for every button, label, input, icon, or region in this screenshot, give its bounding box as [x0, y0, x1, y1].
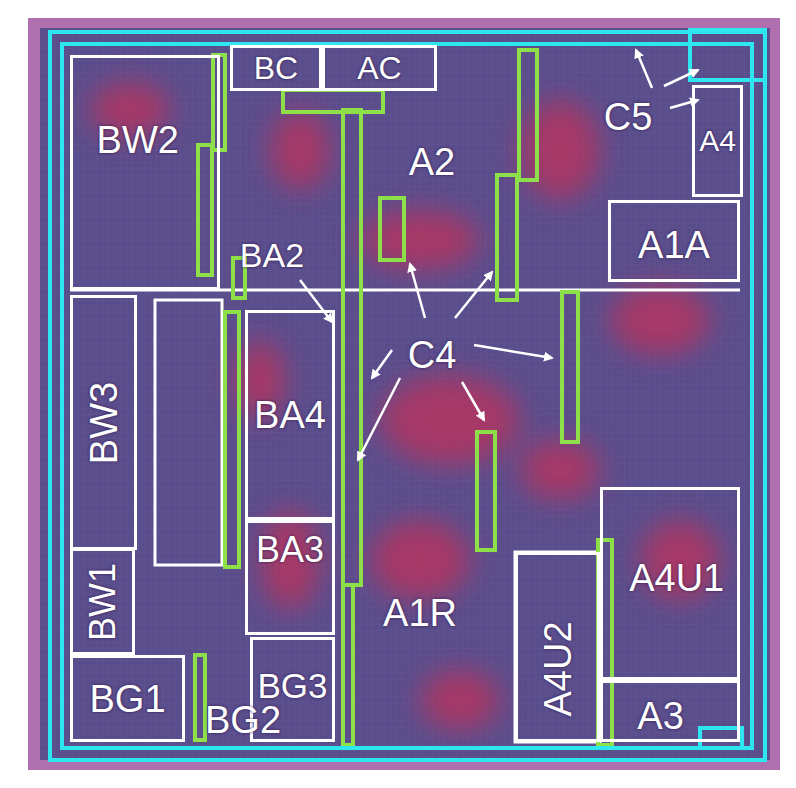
block-name: A4U1	[629, 559, 724, 597]
block-name: BA4	[254, 396, 326, 434]
region-name: BG2	[205, 701, 281, 739]
block-name: BG1	[89, 680, 165, 718]
region-name: A2	[409, 143, 455, 181]
floorplan-block: BW1	[70, 548, 135, 655]
region-name: A1R	[383, 594, 457, 632]
floorplan-block: A4U2	[515, 552, 600, 742]
floorplan-block: A4	[692, 85, 743, 197]
floorplan-block: BC	[230, 45, 322, 91]
floorplan-block: AC	[322, 45, 437, 91]
block-name: BW1	[85, 562, 121, 640]
block-name: BC	[254, 52, 298, 84]
block-name: BW3	[85, 381, 123, 463]
floorplan-block: BG1	[70, 655, 185, 742]
block-name: A4U2	[539, 622, 577, 717]
floorplan-block: BW2	[70, 55, 220, 290]
floorplan-block: BW3	[70, 295, 137, 550]
floorplan-block: A1A	[608, 200, 740, 282]
callout-label: C4	[408, 336, 457, 374]
block-name: A4	[699, 126, 736, 156]
floorplan-block: BA3	[245, 520, 335, 635]
floorplan-block: BA4	[245, 310, 335, 520]
block-name: AC	[357, 52, 401, 84]
callout-label: C5	[604, 98, 653, 136]
block-name: A3	[637, 697, 683, 735]
region-name: BA2	[240, 238, 304, 272]
block-name: BG3	[257, 667, 327, 702]
block-name: BW2	[97, 121, 179, 159]
block-name: BA3	[256, 532, 324, 568]
floorplan-block: A3	[600, 680, 740, 742]
block-name: A1A	[638, 226, 710, 264]
floorplan-block: A4U1	[600, 487, 740, 680]
